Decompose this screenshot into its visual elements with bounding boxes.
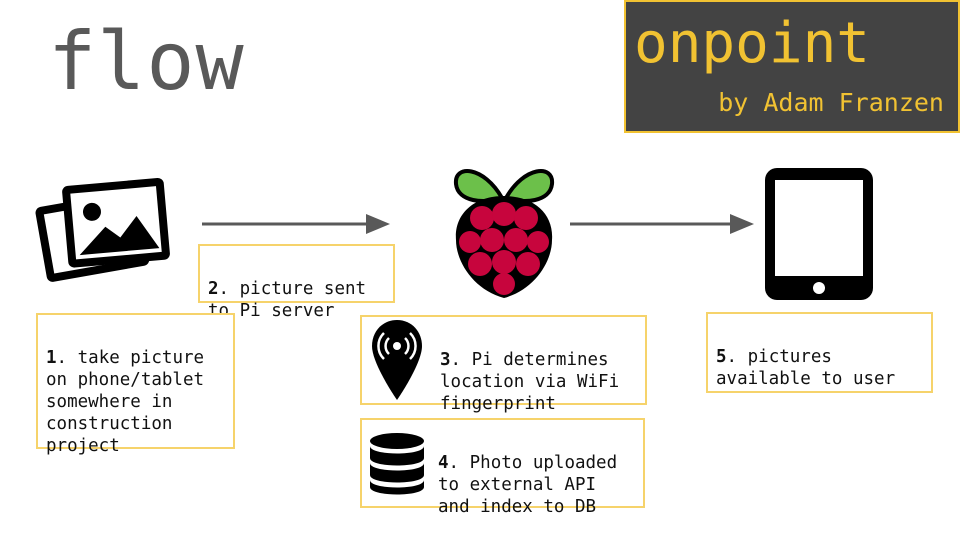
raspberry-pi-icon <box>453 169 555 298</box>
brand-box: onpoint by Adam Franzen <box>624 0 960 133</box>
step-5-box: 5. pictures available to user <box>706 312 933 393</box>
photo-stack-icon <box>35 177 170 282</box>
arrow-right-icon <box>570 214 754 234</box>
step-text: . Photo uploaded to external API and ind… <box>438 453 618 517</box>
step-number: 5 <box>716 347 727 367</box>
database-icon <box>370 433 424 495</box>
step-number: 2 <box>208 279 219 299</box>
arrow-right-icon <box>202 214 390 234</box>
step-number: 1 <box>46 348 57 368</box>
step-2-box: 2. picture sent to Pi server <box>198 244 395 321</box>
step-1-box: 1. take picture on phone/tablet somewher… <box>36 313 235 456</box>
page-title: flow <box>48 15 245 108</box>
step-number: 4 <box>438 453 449 473</box>
step-text: . picture sent to Pi server <box>208 279 367 321</box>
brand-byline: by Adam Franzen <box>718 88 944 117</box>
tablet-icon <box>765 168 873 300</box>
step-text: . pictures available to user <box>716 347 896 389</box>
step-text: . take picture on phone/tablet somewhere… <box>46 348 205 456</box>
step-text: . Pi determines location via WiFi finger… <box>440 350 620 414</box>
wifi-location-pin-icon <box>372 320 422 400</box>
step-number: 3 <box>440 350 451 370</box>
brand-name: onpoint <box>634 11 871 76</box>
